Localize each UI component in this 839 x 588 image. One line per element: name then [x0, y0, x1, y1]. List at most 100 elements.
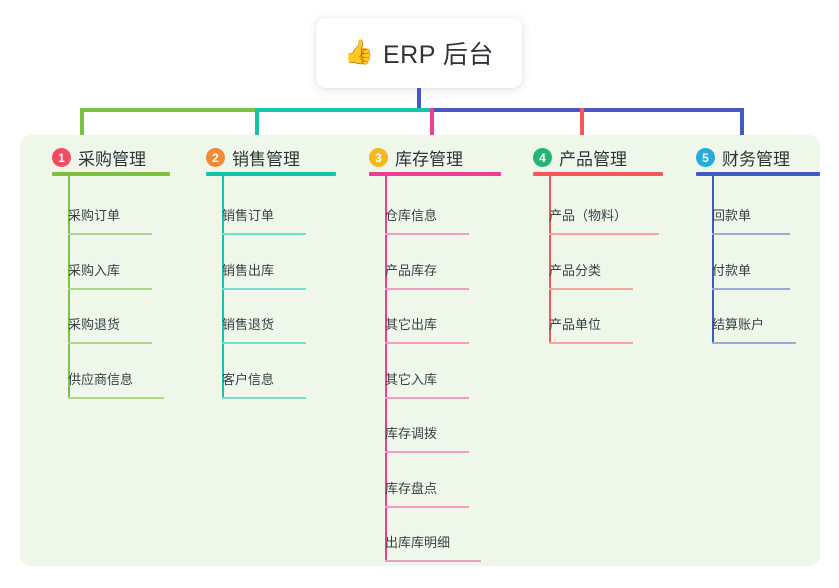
column-rule-3: [369, 172, 501, 176]
leaf-node[interactable]: 客户信息: [222, 369, 306, 399]
column-header-2[interactable]: 2 销售管理: [206, 145, 300, 170]
column-title-4: 产品管理: [559, 150, 627, 169]
column-header-4[interactable]: 4 产品管理: [533, 145, 627, 170]
leaf-node[interactable]: 库存盘点: [385, 478, 469, 508]
leaf-node-rule: [68, 342, 152, 344]
leaf-node-label: 供应商信息: [68, 371, 134, 387]
leaf-node-label: 产品库存: [385, 262, 438, 278]
leaf-node-label: 销售出库: [222, 262, 275, 278]
leaf-node-rule: [385, 505, 469, 508]
leaf-node-label: 销售订单: [222, 208, 275, 223]
leaf-node-rule: [222, 287, 306, 290]
leaf-node-rule: [549, 287, 633, 290]
leaf-node-rule: [549, 342, 633, 344]
leaf-node[interactable]: 其它入库: [385, 369, 469, 399]
column-spine-5: [712, 176, 714, 344]
leaf-node[interactable]: 采购退货: [68, 314, 152, 344]
leaf-node[interactable]: 采购订单: [68, 205, 152, 235]
leaf-node[interactable]: 销售出库: [222, 260, 306, 290]
column-badge-2: 2: [206, 148, 225, 167]
column-badge-5: 5: [696, 148, 715, 167]
leaf-node-rule: [222, 233, 306, 235]
root-stem-connector: [417, 88, 421, 112]
leaf-node[interactable]: 产品分类: [549, 260, 633, 290]
column-spine-4: [549, 176, 551, 344]
leaf-node[interactable]: 付款单: [712, 260, 790, 290]
root-title: ERP 后台: [382, 41, 494, 69]
leaf-node-label: 出库库明细: [385, 535, 451, 550]
column-badge-4: 4: [533, 148, 552, 167]
leaf-node-label: 库存调拨: [385, 426, 438, 441]
leaf-node-label: 客户信息: [222, 371, 275, 387]
column-4: 4 产品管理产品（物料） 产品分类产品单位: [527, 135, 697, 566]
leaf-node-rule: [68, 396, 164, 399]
column-spine-2: [222, 176, 224, 399]
column-rule-1: [52, 172, 170, 176]
leaf-node-label: 结算账户: [712, 317, 765, 332]
leaf-node-label: 其它入库: [385, 371, 438, 387]
bus-segment-green: [80, 108, 257, 112]
column-badge-1: 1: [52, 148, 71, 167]
column-spine-1: [68, 176, 70, 399]
leaf-node-label: 付款单: [712, 262, 752, 278]
column-header-3[interactable]: 3 库存管理: [369, 145, 463, 170]
leaf-node-rule: [385, 342, 469, 344]
leaf-node-rule: [68, 233, 152, 235]
leaf-node[interactable]: 销售订单: [222, 205, 306, 235]
leaf-node-label: 采购订单: [68, 208, 121, 223]
leaf-node-label: 回款单: [712, 208, 752, 223]
leaf-node[interactable]: 结算账户: [712, 314, 796, 344]
leaf-node[interactable]: 出库库明细: [385, 532, 481, 562]
bus-segment-indigo: [430, 108, 742, 112]
leaf-node-label: 采购退货: [68, 317, 121, 332]
leaf-node[interactable]: 仓库信息: [385, 205, 469, 235]
leaf-node-rule: [385, 560, 481, 562]
leaf-node[interactable]: 供应商信息: [68, 369, 164, 399]
drop-connector-2: [255, 108, 259, 138]
column-2: 2 销售管理销售订单销售出库销售退货客户信息: [200, 135, 370, 566]
leaf-node[interactable]: 产品（物料）: [549, 205, 659, 235]
root-node[interactable]: 👍 ERP 后台: [316, 18, 522, 88]
drop-connector-4: [580, 108, 584, 138]
bus-segment-teal: [255, 108, 432, 112]
leaf-node-label: 产品（物料）: [549, 208, 628, 223]
drop-connector-1: [80, 108, 84, 138]
column-rule-4: [533, 172, 663, 176]
drop-connector-5: [740, 108, 744, 138]
leaf-node-rule: [712, 342, 796, 344]
leaf-node-label: 仓库信息: [385, 208, 438, 223]
leaf-node-rule: [549, 233, 659, 235]
drop-connector-3: [430, 108, 434, 138]
leaf-node-label: 其它出库: [385, 317, 438, 332]
leaf-node-rule: [385, 287, 469, 290]
leaf-node[interactable]: 库存调拨: [385, 423, 469, 453]
leaf-node-label: 库存盘点: [385, 480, 438, 496]
leaf-node[interactable]: 回款单: [712, 205, 790, 235]
leaf-node-rule: [712, 287, 790, 290]
leaf-node[interactable]: 采购入库: [68, 260, 152, 290]
leaf-node[interactable]: 产品单位: [549, 314, 633, 344]
leaf-node-rule: [222, 396, 306, 399]
column-3: 3 库存管理仓库信息产品库存其它出库其它入库库存调拨库存盘点出库库明细: [363, 135, 535, 566]
thumbs-up-icon: 👍: [344, 39, 374, 66]
column-badge-3: 3: [369, 148, 388, 167]
column-rule-2: [206, 172, 336, 176]
leaf-node[interactable]: 产品库存: [385, 260, 469, 290]
leaf-node-rule: [385, 451, 469, 453]
column-title-3: 库存管理: [395, 150, 463, 169]
leaf-node[interactable]: 其它出库: [385, 314, 469, 344]
column-title-2: 销售管理: [232, 150, 300, 169]
leaf-node-label: 产品分类: [549, 262, 602, 278]
leaf-node-rule: [222, 342, 306, 344]
leaf-node-rule: [712, 233, 790, 235]
leaf-node-label: 产品单位: [549, 317, 602, 332]
leaf-node[interactable]: 销售退货: [222, 314, 306, 344]
column-rule-5: [696, 172, 820, 176]
leaf-node-label: 采购入库: [68, 262, 121, 278]
